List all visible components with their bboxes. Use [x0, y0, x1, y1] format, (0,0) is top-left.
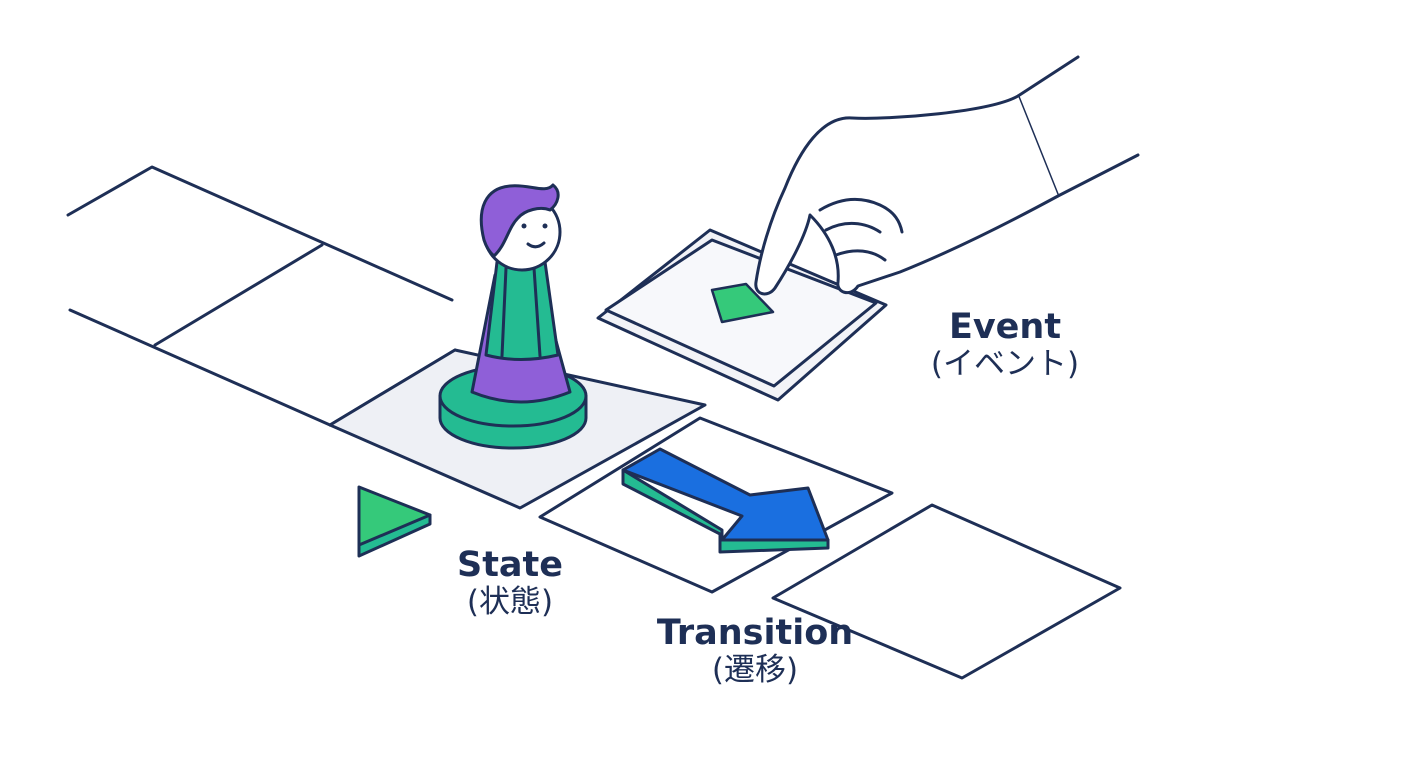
- event-label: Event (イベント): [905, 307, 1105, 383]
- play-triangle-icon: [357, 485, 432, 558]
- transition-arrow-icon: [621, 447, 830, 554]
- piece-eye-left: [521, 223, 527, 229]
- transition-label-main: Transition: [656, 613, 854, 653]
- board-left-edge: [68, 308, 332, 427]
- next-state-tile: [771, 503, 1122, 680]
- board-divider-1: [153, 243, 324, 347]
- transition-label-sub: (遷移): [711, 652, 799, 689]
- event-label-sub: (イベント): [930, 346, 1080, 383]
- transition-tile: [538, 416, 894, 594]
- state-label-sub: (状態): [466, 584, 554, 621]
- event-card: [596, 228, 888, 402]
- hand-outline: [754, 94, 1060, 296]
- state-label-main: State: [456, 545, 564, 585]
- transition-label: Transition (遷移): [640, 613, 870, 689]
- piece-shirt: [484, 256, 560, 361]
- arrow-side-face: [621, 468, 830, 554]
- shirt-seam-left: [500, 266, 508, 358]
- play-triangle-face: [357, 485, 432, 547]
- board-top-edge: [66, 165, 454, 302]
- pointing-hand-icon: [754, 55, 1140, 296]
- piece-eye-right: [542, 223, 548, 229]
- event-card-button: [710, 282, 775, 324]
- piece-hair: [479, 183, 560, 258]
- arrow-top-face: [621, 447, 830, 542]
- state-label: State (状態): [410, 545, 610, 621]
- piece-smile: [526, 241, 546, 249]
- event-label-main: Event: [948, 307, 1062, 347]
- hand-knuckles: [818, 197, 904, 262]
- game-piece-person: [438, 183, 588, 450]
- shirt-seam-right: [532, 266, 542, 358]
